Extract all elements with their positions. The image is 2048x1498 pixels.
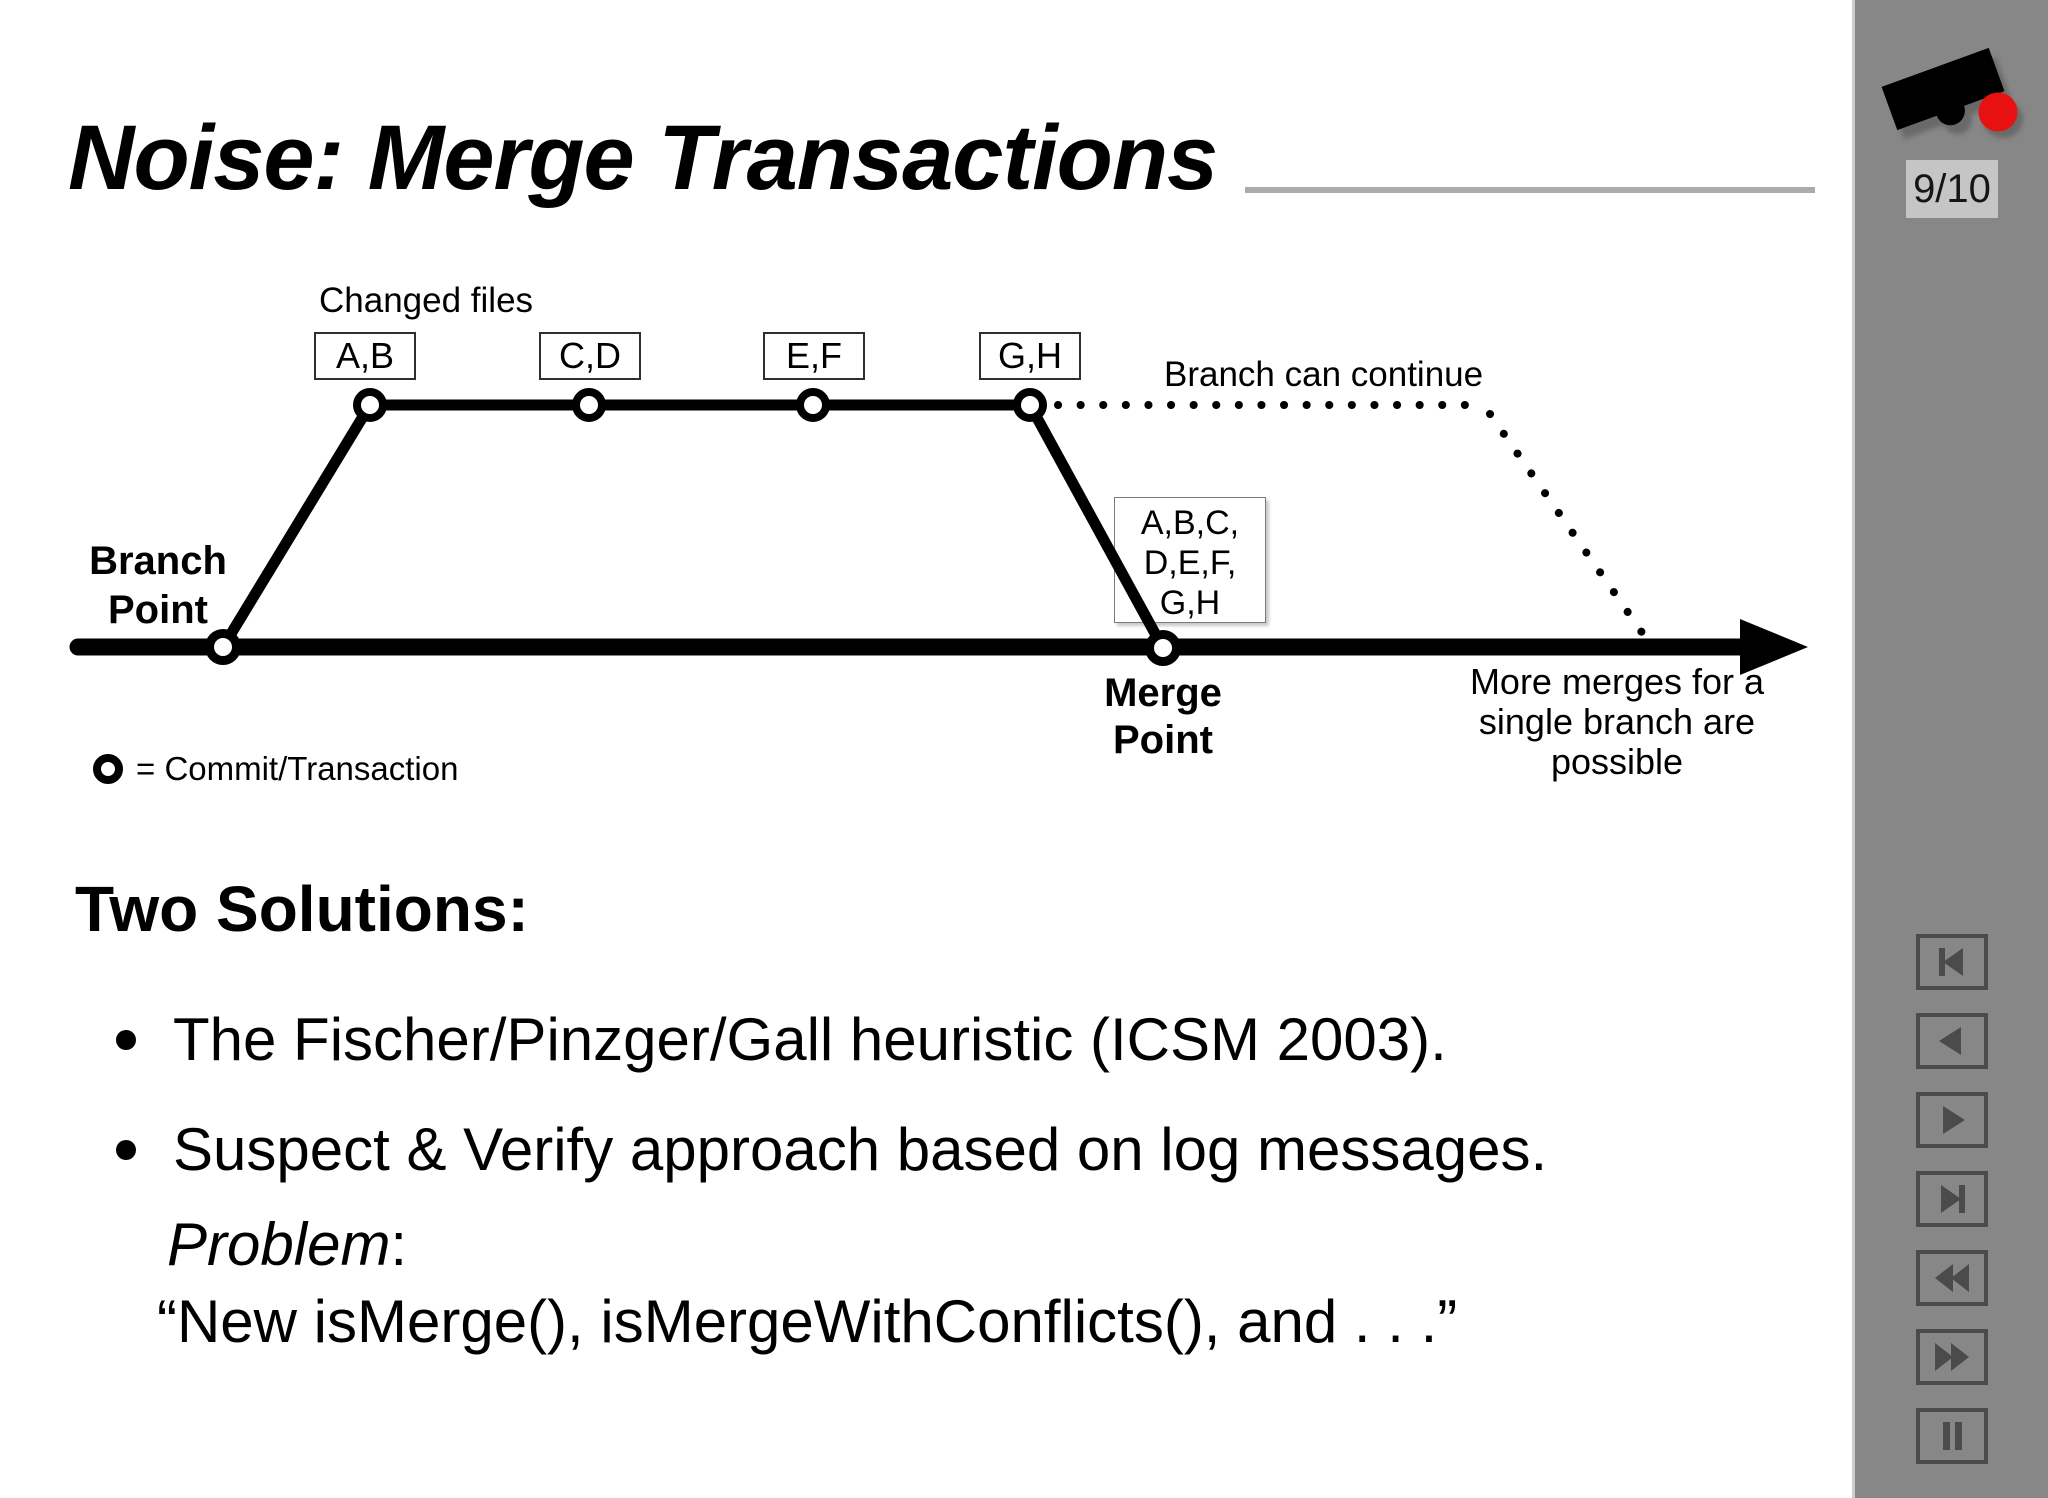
commit-icon — [353, 388, 387, 422]
play-forward-icon — [1943, 1106, 1965, 1134]
changed-files-box-gh: G,H — [979, 332, 1081, 380]
bullet-text: The Fischer/Pinzger/Gall heuristic (ICSM… — [173, 1006, 1447, 1073]
changed-files-label: Changed files — [319, 281, 534, 320]
commit-icon — [572, 388, 606, 422]
sidebar — [1852, 0, 2048, 1498]
nav-fast-backward-button[interactable] — [1916, 1250, 1988, 1306]
more-merges-line: single branch are — [1478, 701, 1756, 742]
branch-point-line: Point — [108, 588, 208, 632]
merged-files-line: G,H — [1159, 584, 1221, 622]
merge-point-line: Merge — [1104, 671, 1222, 715]
logo-arch-icon — [1881, 47, 2005, 131]
bullet-item: Suspect & Verify approach based on log m… — [116, 1115, 1547, 1184]
title-underline — [1245, 187, 1815, 193]
step-backward-icon — [1939, 1027, 1961, 1055]
pause-icon — [1943, 1422, 1962, 1450]
merge-point-line: Point — [1113, 718, 1213, 762]
skip-to-last-icon — [1941, 1185, 1965, 1213]
merged-files-box: A,B,C, D,E,F, G,H — [1114, 497, 1266, 623]
bullet-icon — [116, 1030, 136, 1050]
fast-forward-icon — [1935, 1343, 1969, 1371]
changed-files-box-ef: E,F — [763, 332, 865, 380]
nav-fast-forward-button[interactable] — [1916, 1329, 1988, 1385]
more-merges-note: More merges for a single branch are poss… — [1447, 662, 1787, 782]
bullet-text: Suspect & Verify approach based on log m… — [173, 1116, 1548, 1183]
merge-point-label: Merge Point — [1043, 670, 1283, 764]
nav-next-button[interactable] — [1916, 1092, 1988, 1148]
commit-circle-icon — [93, 754, 123, 784]
changed-files-box-ab: A,B — [314, 332, 416, 380]
branch-point-commit-icon — [205, 629, 241, 665]
problem-quote: “New isMerge(), isMergeWithConflicts(), … — [157, 1288, 1458, 1355]
page-indicator: 9/10 — [1906, 160, 1998, 218]
merged-files-line: D,E,F, — [1143, 544, 1237, 582]
problem-label: Problem: — [167, 1210, 407, 1279]
branch-point-label: Branch Point — [38, 537, 278, 635]
legend-text: = Commit/Transaction — [136, 750, 459, 787]
branch-point-line: Branch — [89, 539, 227, 583]
two-solutions-heading: Two Solutions: — [75, 873, 529, 945]
fast-backward-icon — [1935, 1264, 1969, 1292]
nav-last-button[interactable] — [1916, 1171, 1988, 1227]
commit-legend: = Commit/Transaction — [93, 750, 458, 788]
bullet-item: The Fischer/Pinzger/Gall heuristic (ICSM… — [116, 1005, 1447, 1074]
problem-colon: : — [390, 1211, 408, 1278]
page-title: Noise: Merge Transactions — [68, 107, 1218, 209]
nav-previous-button[interactable] — [1916, 1013, 1988, 1069]
more-merges-line: possible — [1550, 741, 1684, 782]
bullet-icon — [116, 1140, 136, 1160]
commit-icon — [796, 388, 830, 422]
branch-can-continue-label: Branch can continue — [1164, 355, 1484, 394]
changed-files-box-cd: C,D — [539, 332, 641, 380]
presentation-logo — [1881, 47, 2023, 140]
nav-first-button[interactable] — [1916, 934, 1988, 990]
problem-word: Problem — [167, 1211, 391, 1278]
nav-pause-button[interactable] — [1916, 1408, 1988, 1464]
more-merges-line: More merges for a — [1469, 661, 1765, 702]
skip-to-first-icon — [1939, 948, 1963, 976]
logo-red-dot-icon — [1978, 92, 2018, 132]
commit-icon — [1013, 388, 1047, 422]
future-merge-dotted-line — [1486, 410, 1647, 638]
merge-point-commit-icon — [1145, 630, 1181, 666]
merged-files-line: A,B,C, — [1140, 504, 1240, 542]
